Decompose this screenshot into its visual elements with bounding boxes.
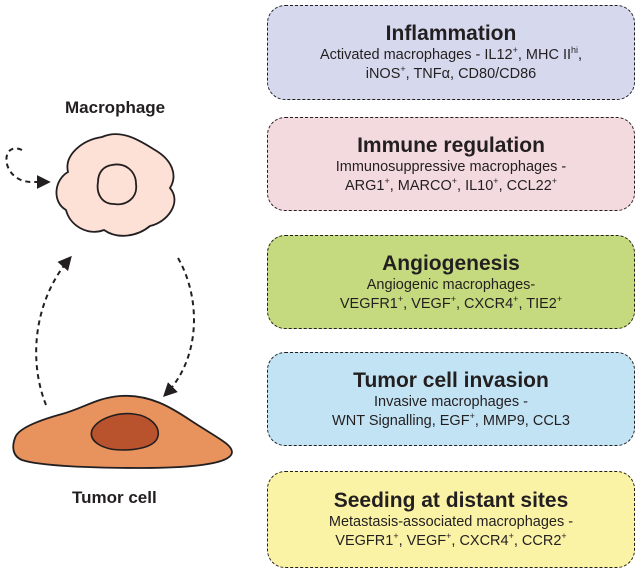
superscript: + (393, 531, 399, 542)
superscript: + (450, 293, 456, 304)
superscript: hi (571, 45, 579, 56)
superscript: + (508, 531, 514, 542)
superscript: + (493, 175, 499, 186)
superscript: + (556, 293, 563, 304)
box-title: Immune regulation (357, 133, 545, 157)
box-title: Inflammation (385, 22, 517, 45)
box-title: Seeding at distant sites (333, 489, 569, 512)
box-description-line: iNOS+, TNFα, CD80/CD86 (365, 64, 537, 82)
superscript: + (469, 410, 475, 421)
superscript: + (400, 64, 406, 75)
box-title: Tumor cell invasion (353, 368, 549, 392)
box-description-line: VEGFR1+, VEGF+, CXCR4+, CCR2+ (335, 531, 567, 549)
superscript: + (451, 175, 458, 186)
macrophage-cell (55, 133, 176, 237)
superscript: + (513, 293, 519, 304)
self-loop-arrow (5, 147, 51, 189)
macrophage-nucleus (96, 163, 138, 206)
box-description-line: Invasive macrophages - (374, 393, 528, 410)
box-title: Angiogenesis (382, 251, 520, 275)
box-angiogenesis: Angiogenesis Angiogenic macrophages-VEGF… (267, 235, 635, 329)
box-immune-regulation: Immune regulation Immunosuppressive macr… (267, 117, 635, 211)
box-description-line: Metastasis-associated macrophages - (328, 514, 574, 530)
superscript: + (384, 175, 390, 186)
box-description-line: Angiogenic macrophages- (366, 276, 536, 293)
superscript: + (561, 531, 567, 542)
box-description-line: ARG1+, MARCO+, IL10+, CCL22+ (344, 175, 558, 194)
superscript: + (512, 45, 518, 56)
box-inflammation: Inflammation Activated macrophages - IL1… (267, 5, 635, 100)
macrophage-to-tumor-arrow (163, 257, 195, 397)
box-seeding-distant-sites: Seeding at distant sites Metastasis-asso… (267, 471, 635, 568)
tumor-nucleus (90, 412, 159, 451)
superscript: + (397, 293, 404, 304)
superscript: + (446, 531, 452, 542)
box-description-line: VEGFR1+, VEGF+, CXCR4+, TIE2+ (339, 293, 563, 312)
superscript: + (551, 175, 558, 186)
macrophage-label: Macrophage (65, 98, 166, 117)
box-description-line: Activated macrophages - IL12+, MHC IIhi, (319, 45, 583, 63)
tumor-to-macrophage-arrow (35, 255, 72, 406)
tumor-cell-label: Tumor cell (72, 488, 157, 507)
box-tumor-cell-invasion: Tumor cell invasion Invasive macrophages… (267, 352, 635, 446)
box-description-line: WNT Signalling, EGF+, MMP9, CCL3 (332, 410, 570, 429)
box-description-line: Immunosuppressive macrophages - (335, 158, 567, 175)
